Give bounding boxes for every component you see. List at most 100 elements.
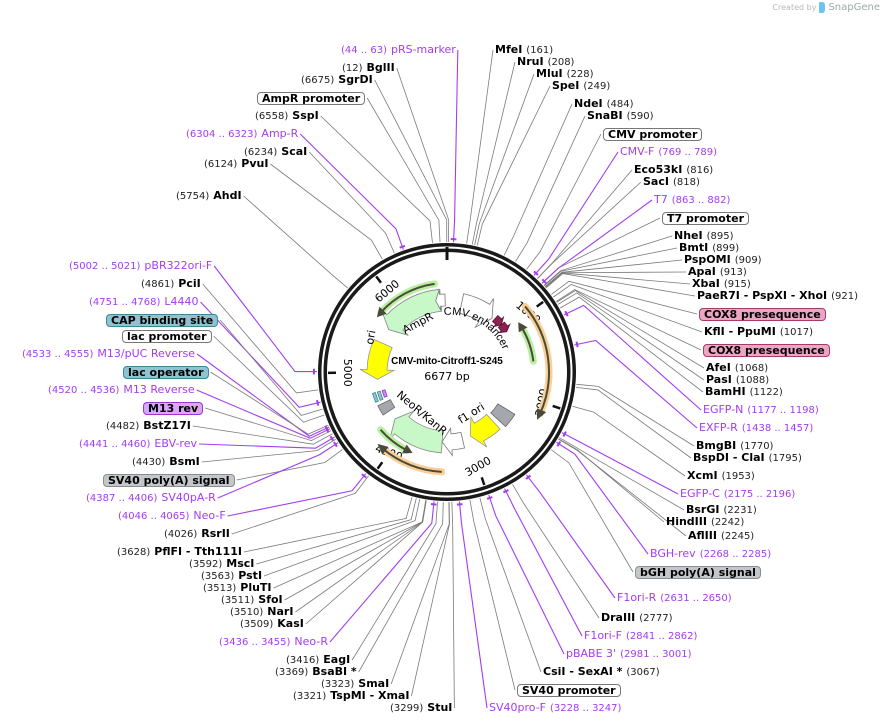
enzyme-site-tspmi-xmai[interactable]: (3321)TspMI - XmaI [289,690,409,703]
primer-sv40pa-r[interactable]: (4387 .. 4406)SV40pA-R [82,492,216,505]
enzyme-site-kfli-ppumi[interactable]: KflI - PpuMI(1017) [704,326,817,339]
enzyme-site-bmti[interactable]: BmtI(899) [679,242,743,255]
label-name: T7 [654,193,668,206]
primer-exfp-r[interactable]: EXFP-R(1438 .. 1457) [699,422,817,435]
label-position: (1795) [768,453,802,464]
primer-pbabe-3[interactable]: pBABE 3'(2981 .. 3001) [566,647,696,661]
feature-ampr-promoter[interactable]: AmpR promoter [257,92,366,105]
enzyme-site-pflfi-tth111i[interactable]: (3628)PflFI - Tth111I [113,546,242,559]
enzyme-site-draiii[interactable]: DraIII(2777) [601,612,677,625]
enzyme-site-nrui[interactable]: NruI(208) [517,55,578,69]
leader-line [537,169,633,279]
primer-cmv-f[interactable]: CMV-F(769 .. 789) [620,146,721,159]
feature-bgh-poly-a-signal[interactable]: bGH poly(A) signal [635,566,761,579]
enzyme-site-psti[interactable]: (3563)PstI [197,570,262,583]
primer-neo-f[interactable]: (4046 .. 4065)Neo-F [114,510,226,523]
primer-f1ori-f[interactable]: F1ori-F(2841 .. 2862) [584,630,701,643]
enzyme-site-bmgbi[interactable]: BmgBI(1770) [696,440,777,453]
primer-m13-reverse[interactable]: (4520 .. 4536)M13 Reverse [44,384,195,397]
primer-sv40pro-f[interactable]: SV40pro-F(3228 .. 3247) [489,702,625,715]
primer-prs-marker[interactable]: (44 .. 63)pRS-marker [337,44,456,57]
enzyme-site-pspomi[interactable]: PspOMI(909) [684,254,766,267]
enzyme-site-afliii[interactable]: AflIII(2245) [688,530,758,543]
feature-lac-operator[interactable]: lac operator [123,366,209,379]
enzyme-site-bsmi[interactable]: (4430)BsmI [128,456,200,469]
primer-ebv-rev[interactable]: (4441 .. 4460)EBV-rev [75,438,197,451]
primer-t7[interactable]: T7(863 .. 882) [654,193,734,207]
feature-lac-promoter[interactable]: lac promoter [122,330,212,343]
enzyme-site-sgrdi[interactable]: (6675)SgrDI [297,74,373,87]
feature-m13-rev[interactable]: M13 rev [143,402,204,415]
enzyme-site-ahdi[interactable]: (5754)AhdI [172,190,242,203]
primer-pbr322ori-f[interactable]: (5002 .. 5021)pBR322ori-F [65,260,212,273]
enzyme-site-eagi[interactable]: (3416)EagI [282,654,350,667]
leader-line [202,283,319,394]
primer-bgh-rev[interactable]: BGH-rev(2268 .. 2285) [650,547,775,561]
enzyme-site-bglii[interactable]: (12)BglII [338,62,395,75]
feature-t7-promoter[interactable]: T7 promoter [662,212,750,225]
leader-line [559,437,685,511]
enzyme-site-paer7i-pspxi-xhoi[interactable]: PaeR7I - PspXI - XhoI(921) [697,290,862,303]
enzyme-site-nari[interactable]: (3510)NarI [226,606,293,619]
primer-egfp-n[interactable]: EGFP-N(1177 .. 1198) [703,404,823,417]
feature-cox8-presequence[interactable]: COX8 presequence [699,308,826,321]
enzyme-site-hindiii[interactable]: HindIII(2242) [666,516,748,529]
enzyme-site-xcmi[interactable]: XcmI(1953) [687,470,759,483]
enzyme-site-kasi[interactable]: (3509)KasI [236,618,304,631]
primer-f1ori-r[interactable]: F1ori-R(2631 .. 2650) [617,592,736,605]
leader-line [196,389,331,439]
enzyme-site-bstz17i[interactable]: (4482)BstZ17I [102,420,191,433]
feature-cox8-presequence[interactable]: COX8 presequence [703,344,830,357]
primer-green-head [401,444,413,454]
label-name: BamHI [705,385,746,398]
label-position: (899) [712,243,740,254]
enzyme-site-rsrii[interactable]: (4026)RsrII [160,528,230,541]
primer-m13-puc-reverse[interactable]: (4533 .. 4555)M13/pUC Reverse [18,348,195,361]
sv40-promoter-arrow [441,427,466,457]
primer-egfp-c[interactable]: EGFP-C(2175 .. 2196) [680,488,799,501]
enzyme-site-bsrgi[interactable]: BsrGI(2231) [686,504,761,517]
enzyme-site-nhei[interactable]: NheI(895) [674,230,737,243]
primer-site-mark [361,473,367,479]
enzyme-site-mlui[interactable]: MluI(228) [536,68,598,81]
enzyme-site-xbai[interactable]: XbaI(915) [692,278,755,291]
leader-line [270,163,383,260]
primer-neo-r[interactable]: (3436 .. 3455)Neo-R [215,636,328,649]
enzyme-site-csii-sexai[interactable]: CsiI - SexAI *(3067) [543,666,664,679]
enzyme-site-snabi[interactable]: SnaBI(590) [587,110,658,123]
enzyme-site-afei[interactable]: AfeI(1068) [706,362,772,375]
enzyme-site-saci[interactable]: SacI(818) [643,176,704,189]
primer-l4440[interactable]: (4751 .. 4768)L4440 [85,296,199,309]
primer-amp-r[interactable]: (6304 .. 6323)Amp-R [182,128,298,141]
enzyme-site-msci[interactable]: (3592)MscI [185,558,254,571]
enzyme-site-spei[interactable]: SpeI(249) [552,80,614,93]
enzyme-site-pcii[interactable]: (4861)PciI [137,278,201,291]
enzyme-site-pluti[interactable]: (3513)PluTI [199,582,272,595]
feature-cap-binding-site[interactable]: CAP binding site [106,314,219,327]
enzyme-site-apai[interactable]: ApaI(913) [688,266,751,279]
enzyme-site-bsabi[interactable]: (3369)BsaBI * [271,666,357,679]
label-name: MfeI [495,43,523,56]
enzyme-site-bamhi[interactable]: BamHI(1122) [705,385,787,399]
feature-label-ori[interactable]: ori [363,329,378,345]
leader-line [320,115,433,243]
enzyme-site-pasi[interactable]: PasI(1088) [706,374,773,387]
label-name: NruI [517,55,544,68]
leader-line [512,484,600,619]
enzyme-site-ndei[interactable]: NdeI(484) [574,98,638,111]
enzyme-site-sspi[interactable]: (6558)SspI [251,110,319,123]
feature-sv40-poly-a-signal[interactable]: SV40 poly(A) signal [103,474,235,487]
enzyme-site-sfoi[interactable]: (3511)SfoI [217,594,283,607]
feature-cmv-promoter[interactable]: CMV promoter [603,128,703,141]
label-name: BGH-rev [650,547,696,560]
feature-sv40-promoter[interactable]: SV40 promoter [517,684,621,697]
enzyme-site-bspdi-clai[interactable]: BspDI - ClaI(1795) [693,452,806,465]
enzyme-site-pvui[interactable]: (6124)PvuI [200,158,268,171]
enzyme-site-mfei[interactable]: MfeI(161) [495,43,557,57]
primer-site-mark [533,270,539,276]
enzyme-site-eco53ki[interactable]: Eco53kI(816) [634,164,717,177]
enzyme-site-scai[interactable]: (6234)ScaI [240,146,307,159]
enzyme-site-smai[interactable]: (3323)SmaI [317,678,389,691]
enzyme-site-stui[interactable]: (3299)StuI [386,702,452,715]
label-name: pBABE 3' [566,647,617,660]
